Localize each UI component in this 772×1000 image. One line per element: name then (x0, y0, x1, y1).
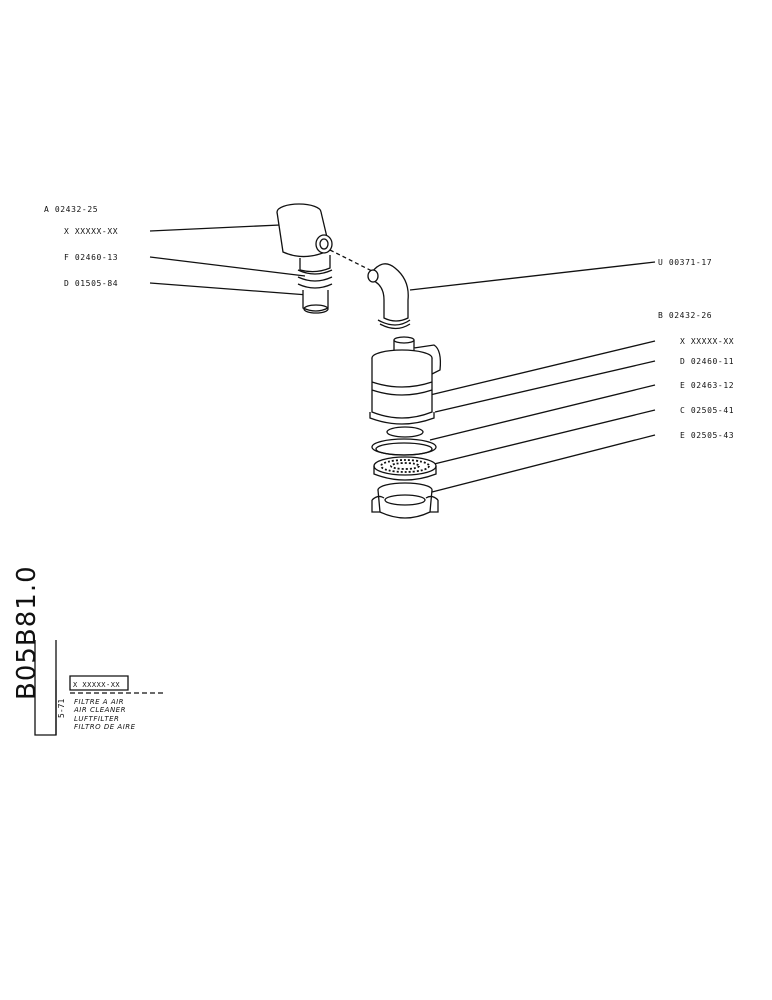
leader-line (429, 384, 656, 441)
filter-element (373, 456, 437, 481)
drawing-date: 5-71 (57, 698, 66, 718)
drawing-code: B05B81.0 (12, 565, 42, 700)
elbow-tube (367, 263, 411, 330)
title-name-de: LUFTFILTER (74, 714, 120, 723)
leader-line (409, 261, 656, 291)
part-label-b: B 02432-26 (658, 311, 713, 320)
part-label-x1: X XXXXX-XX (64, 227, 119, 236)
title-block-frame (34, 640, 165, 736)
oil-bowl (371, 482, 439, 519)
leader-line (149, 224, 281, 232)
title-name-en: AIR CLEANER (74, 706, 126, 715)
pre-cleaner-hose (297, 255, 333, 314)
title-reference: X XXXXX-XX (73, 681, 121, 689)
air-cleaner-body (369, 336, 442, 425)
part-label-d1: D 01505-84 (64, 279, 119, 288)
title-name-fr: FILTRE A AIR (74, 698, 125, 706)
part-label-u: U 00371-17 (658, 258, 713, 267)
title-names: FILTRE A AIR AIR CLEANER LUFTFILTER FILT… (74, 698, 136, 732)
leader-line (429, 340, 656, 396)
part-label-d2: D 02460-11 (680, 357, 735, 366)
leader-line (431, 434, 656, 493)
leader-line (429, 409, 656, 466)
part-label-e1: E 02463-12 (680, 381, 735, 390)
sealing-ring (386, 426, 424, 438)
leader-line (434, 360, 656, 413)
pre-cleaner-cap (276, 203, 333, 258)
part-label-e2: E 02505-43 (680, 431, 735, 440)
leader-line (149, 256, 306, 277)
connection-dashed-line (329, 249, 381, 276)
part-label-c: C 02505-41 (680, 406, 735, 415)
part-label-a: A 02432-25 (44, 205, 99, 214)
leader-line (149, 282, 309, 296)
part-label-x2: X XXXXX-XX (680, 337, 735, 346)
gasket-ring (371, 438, 437, 456)
title-name-es: FILTRO DE AIRE (74, 723, 136, 732)
part-label-f: F 02460-13 (64, 253, 119, 262)
